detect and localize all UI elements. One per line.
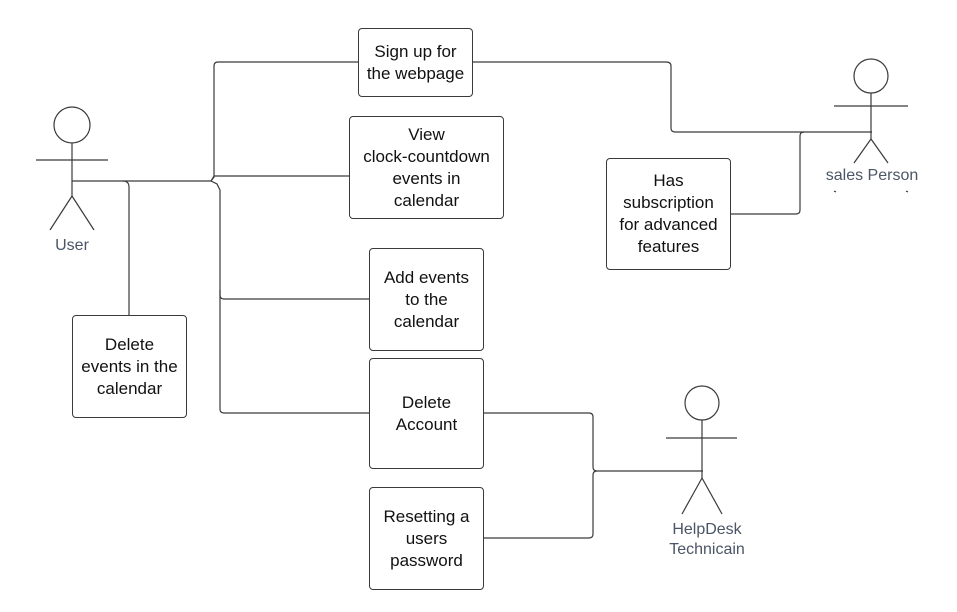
use-case-delete-events: Delete events in the calendar <box>72 315 187 418</box>
use-case-view-countdown: View clock-countdown events in calendar <box>349 116 504 219</box>
line-delete-account-helpdesk <box>484 412 703 472</box>
line-user-view-countdown <box>210 175 349 182</box>
actor-helpdesk-head <box>684 385 720 421</box>
line-user-signup <box>72 61 358 182</box>
actor-sales-label: sales Person <box>825 167 919 184</box>
actor-helpdesk-label: HelpDesk Technicain <box>669 521 745 558</box>
line-user-add-events <box>210 180 369 300</box>
actor-user-head <box>53 106 91 144</box>
line-subscription-sales <box>731 131 805 215</box>
line-user-delete-events <box>122 180 130 315</box>
use-case-subscription: Has subscription for advanced features <box>606 158 731 270</box>
use-case-signup: Sign up for the webpage <box>358 28 473 97</box>
actor-sales-figure <box>833 58 909 193</box>
actor-helpdesk-figure <box>666 385 737 515</box>
use-case-reset-password: Resetting a users password <box>369 487 484 590</box>
line-signup-sales <box>473 61 872 133</box>
actor-user-label: User <box>55 237 89 254</box>
use-case-delete-account: Delete Account <box>369 358 484 469</box>
use-case-add-events: Add events to the calendar <box>369 248 484 351</box>
actor-sales-head <box>853 58 889 94</box>
line-user-delete-account <box>219 290 369 414</box>
line-reset-helpdesk <box>484 470 598 539</box>
actor-user-figure <box>36 106 108 231</box>
